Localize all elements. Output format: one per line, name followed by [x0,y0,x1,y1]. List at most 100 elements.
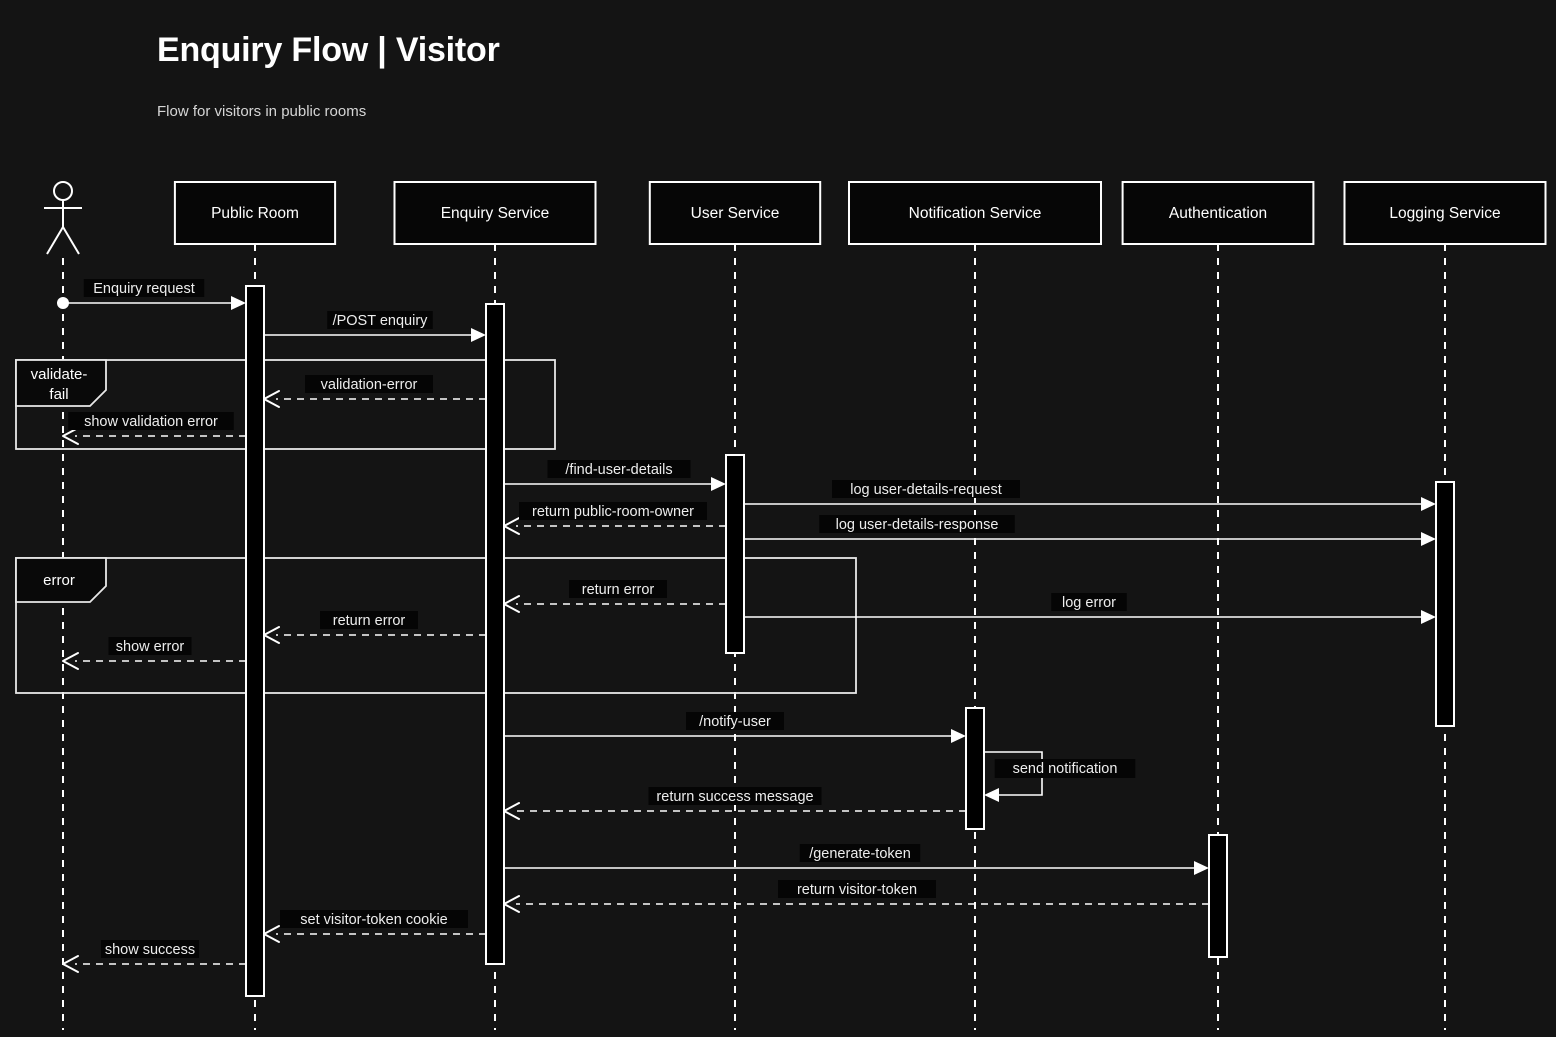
arrowhead-icon [1421,610,1436,624]
participant-auth[interactable]: Authentication [1121,181,1315,245]
arrowhead-icon [503,895,520,913]
message-label-bg [320,611,418,629]
message-label: show validation error [84,414,218,430]
arrowhead-icon [263,390,280,408]
arrowhead-icon [984,788,999,802]
participant-label: Public Room [211,205,299,222]
participant-public_room[interactable]: Public Room [173,181,337,245]
participant-user[interactable]: User Service [648,181,822,245]
message-10[interactable]: log error [744,593,1436,624]
message-label-bg [101,940,199,958]
fragment-validate-fail: validate-fail [15,359,556,450]
participant-label: Logging Service [1389,205,1500,222]
activation-bar-notification [965,707,985,830]
message-label: return error [582,582,655,598]
arrowhead-icon [503,802,520,820]
fragment-tag-label: fail [49,386,68,403]
participant-logging[interactable]: Logging Service [1343,181,1547,245]
message-label: log error [1062,595,1116,611]
arrowhead-icon [1421,497,1436,511]
message-3[interactable]: validation-error [263,375,486,408]
participant-enquiry[interactable]: Enquiry Service [393,181,597,245]
message-label-bg [280,910,468,928]
message-label-bg [799,844,921,862]
participant-notification[interactable]: Notification Service [848,181,1102,245]
message-label: Enquiry request [93,281,195,297]
arrowhead-icon [503,517,520,535]
arrowhead-icon [471,328,486,342]
arrowhead-icon [231,296,246,310]
message-label-bg [569,580,667,598]
arrowhead-icon [263,626,280,644]
message-18[interactable]: show success [62,940,246,973]
message-start-dot-icon [57,297,69,309]
arrowhead-icon [1194,861,1209,875]
participant-label: Enquiry Service [441,205,550,222]
message-label: show error [116,639,185,655]
message-9[interactable]: return error [503,580,726,613]
participant-box [393,181,597,245]
arrowhead-icon [503,595,520,613]
message-11[interactable]: return error [263,611,486,644]
diagram-header: Enquiry Flow | Visitor Flow for visitors… [157,30,1357,121]
message-label-bg [819,515,1015,533]
arrowhead-icon [263,925,280,943]
self-message-1[interactable]: send notification [984,751,1136,802]
message-label-bg [327,311,433,329]
message-2[interactable]: /POST enquiry [264,311,486,342]
message-label-bg [547,460,691,478]
page-title: Enquiry Flow | Visitor [157,31,500,69]
message-14[interactable]: return success message [503,787,966,820]
participant-label: Notification Service [909,205,1042,222]
message-13[interactable]: /notify-user [504,712,966,743]
activation-bar-auth [1208,834,1228,958]
actor-leg-left [46,226,64,255]
participant-box [1343,181,1547,245]
message-label: validation-error [321,377,418,393]
message-label: /find-user-details [565,462,672,478]
participant-box [1121,181,1315,245]
message-label: return success message [656,789,813,805]
activation-bar-enquiry [485,303,505,965]
message-label-bg [686,712,784,730]
participant-box [848,181,1102,245]
message-label: return public-room-owner [532,504,694,520]
message-1[interactable]: Enquiry request [57,279,246,310]
message-label: return visitor-token [797,882,917,898]
participant-label: Authentication [1169,205,1267,222]
arrowhead-icon [1421,532,1436,546]
message-17[interactable]: set visitor-token cookie [263,910,486,943]
actor-visitor[interactable] [44,181,82,255]
participant-label: User Service [691,205,780,222]
message-15[interactable]: /generate-token [504,844,1209,875]
message-6[interactable]: log user-details-request [744,480,1436,511]
arrowhead-icon [62,652,79,670]
activation-bar-public_room [245,285,265,997]
arrowhead-icon [951,729,966,743]
activation-bar-logging [1435,481,1455,727]
message-label: return error [333,613,406,629]
participant-box [648,181,822,245]
message-label-bg [778,880,936,898]
message-label: /notify-user [699,714,771,730]
message-12[interactable]: show error [62,637,246,670]
message-16[interactable]: return visitor-token [503,880,1209,913]
arrowhead-icon [711,477,726,491]
actor-leg-right [62,226,80,255]
arrowhead-icon [62,427,79,445]
message-label-bg [519,502,707,520]
message-label-bg [108,637,192,655]
message-8[interactable]: log user-details-response [744,515,1436,546]
message-label-bg [83,279,205,297]
message-label: log user-details-request [850,482,1002,498]
fragment-tag-label: validate- [31,366,88,383]
arrowhead-icon [62,955,79,973]
fragment-error: error [15,557,857,694]
message-5[interactable]: /find-user-details [504,460,726,491]
message-4[interactable]: show validation error [62,412,246,445]
message-7[interactable]: return public-room-owner [503,502,726,535]
fragment-tag-label: error [43,572,75,589]
fragment-border [15,557,857,694]
